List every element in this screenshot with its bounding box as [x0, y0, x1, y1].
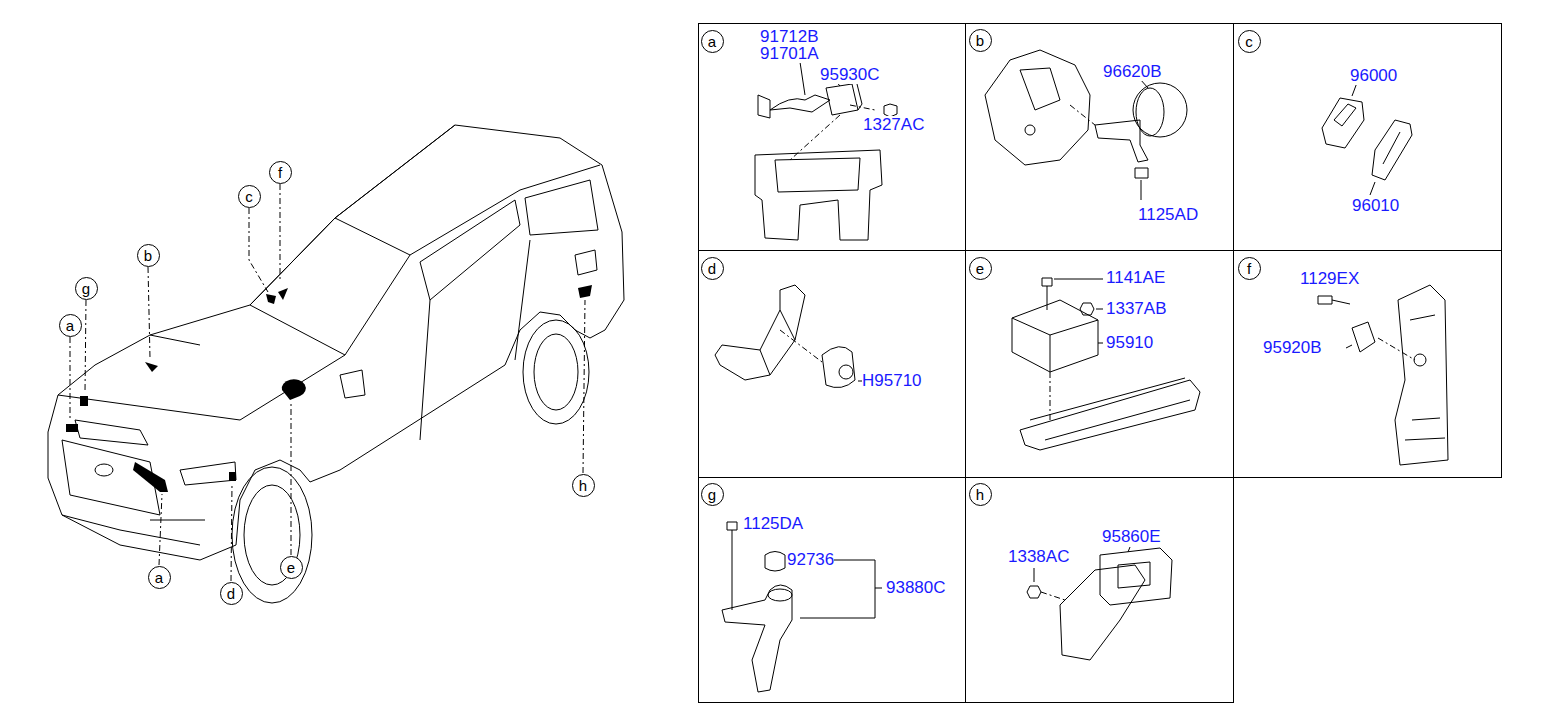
callout-circle: a — [148, 566, 171, 589]
panel-c-illustration — [1322, 80, 1412, 195]
parts-panel: H95710 d — [698, 250, 966, 478]
callout-circle: c — [1238, 30, 1261, 53]
part-number: 93880C — [886, 579, 946, 597]
callout-letter: d — [227, 586, 235, 601]
callout-circle: d — [701, 257, 724, 280]
callout-letter: a — [66, 318, 74, 333]
panel-d-illustration — [715, 285, 862, 388]
panel-f-illustration — [1318, 285, 1448, 465]
callout-letter: a — [708, 34, 716, 49]
callout-circle: e — [969, 257, 992, 280]
part-number: 95860E — [1102, 528, 1161, 546]
callout-circle: a — [701, 30, 724, 53]
callout-circle: e — [280, 556, 303, 579]
part-number: 1125AD — [1138, 206, 1198, 224]
callout-letter: b — [976, 33, 984, 48]
part-number: 91701A — [760, 45, 819, 63]
callout-circle: b — [969, 29, 992, 52]
parts-panel: 91712B91701A95930C 1327AC a — [698, 23, 966, 251]
parts-panel: 1129EX 95920B f — [1233, 250, 1502, 478]
callout-letter: h — [976, 487, 984, 502]
callout-letter: a — [155, 570, 163, 585]
callout-letter: g — [708, 487, 716, 502]
parts-panel: 96620B 1125AD b — [965, 23, 1234, 251]
part-number: 95910 — [1106, 334, 1153, 352]
part-number: 1327AC — [863, 116, 924, 134]
callout-letter: f — [278, 165, 282, 180]
callout-letter: e — [976, 261, 984, 276]
parts-panel: 1141AE 1337AB 95910 e — [965, 250, 1234, 478]
callout-letter: d — [708, 261, 716, 276]
part-number: 95920B — [1263, 339, 1322, 357]
callout-circle: g — [701, 483, 724, 506]
callout-circle: h — [969, 483, 992, 506]
callout-letter: f — [1247, 261, 1251, 276]
callout-circle: b — [137, 244, 160, 267]
callout-circle: h — [572, 474, 595, 497]
parts-panel: 1125DA 92736 93880C g — [698, 477, 966, 703]
callout-letter: e — [287, 560, 295, 575]
callout-letter: g — [82, 281, 90, 296]
callout-letter: c — [1245, 34, 1253, 49]
callout-circle: a — [59, 314, 82, 337]
panel-e-illustration — [1012, 278, 1200, 450]
callout-circle: c — [238, 185, 261, 208]
callout-letter: h — [579, 478, 587, 493]
part-number: 1129EX — [1300, 270, 1359, 288]
part-number: 96010 — [1352, 197, 1399, 215]
part-number: 96620B — [1103, 63, 1162, 81]
callout-letter: b — [144, 248, 152, 263]
part-number: 1338AC — [1008, 548, 1069, 566]
part-number: 92736 — [787, 551, 834, 569]
panel-g-illustration — [722, 522, 882, 692]
part-number: 1141AE — [1106, 269, 1165, 287]
part-number: 95930C — [820, 66, 880, 84]
callout-circle: g — [75, 277, 98, 300]
part-number: 91712B — [760, 28, 819, 46]
car-illustration — [48, 125, 624, 603]
parts-panel: 96000 96010 c — [1233, 23, 1502, 251]
part-number: 1125DA — [743, 515, 803, 533]
callout-circle: f — [1238, 257, 1261, 280]
callout-circle: d — [220, 582, 243, 605]
leader-line — [70, 184, 585, 581]
car-components — [66, 285, 592, 492]
part-number: 96000 — [1350, 67, 1397, 85]
callout-letter: c — [245, 189, 253, 204]
panel-b-illustration — [985, 50, 1187, 200]
part-number: H95710 — [862, 372, 922, 390]
callout-circle: f — [269, 161, 292, 184]
part-number: 1337AB — [1106, 300, 1167, 318]
panel-a-illustration — [755, 62, 897, 240]
parts-panel: 95860E 1338AC h — [965, 477, 1234, 703]
